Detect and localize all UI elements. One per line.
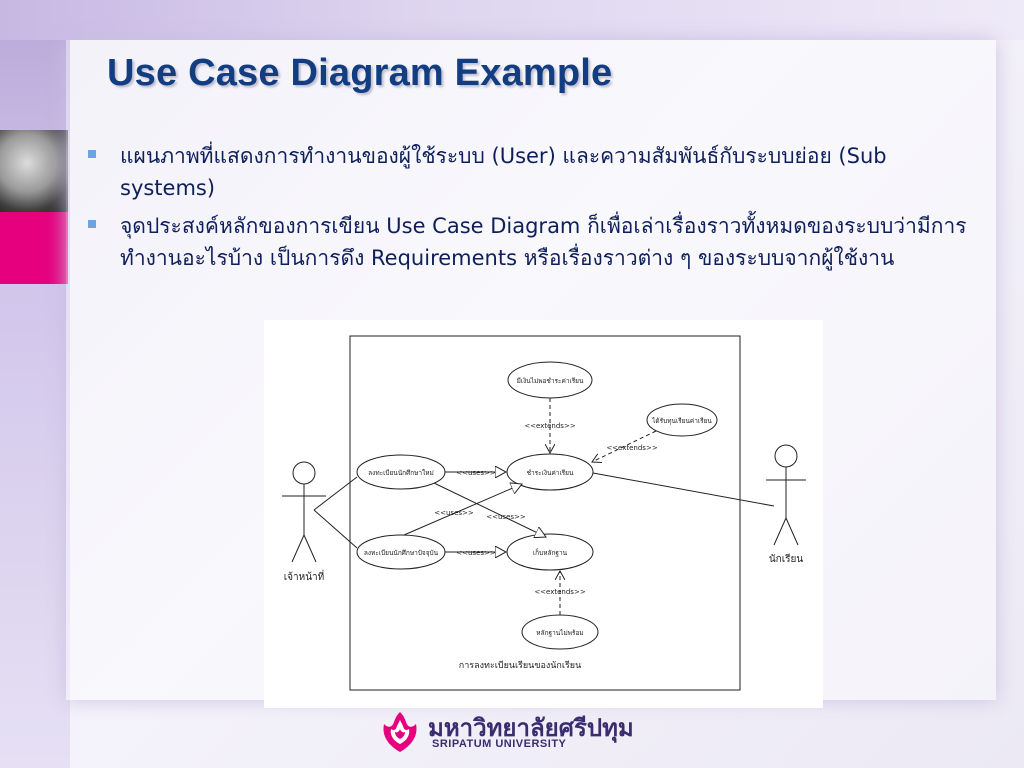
system-boundary-label: การลงทะเบียนเรียนของนักเรียน bbox=[459, 660, 581, 671]
actor-staff bbox=[282, 461, 326, 563]
use-case-diagram-image: การลงทะเบียนเรียนของนักเรียน เจ้าหน้าที่… bbox=[264, 320, 823, 708]
bullet-item: แผนภาพที่แสดงการทำงานของผู้ใช้ระบบ (User… bbox=[88, 140, 968, 204]
actor-staff-label: เจ้าหน้าที่ bbox=[284, 569, 325, 583]
university-emblem-icon bbox=[383, 712, 417, 752]
bullet-text: จุดประสงค์หลักของการเขียน Use Case Diagr… bbox=[120, 214, 967, 270]
uses-label-2: <<uses>> bbox=[434, 509, 474, 517]
use-case-diagram: การลงทะเบียนเรียนของนักเรียน เจ้าหน้าที่… bbox=[282, 335, 806, 691]
bullet-marker-icon bbox=[88, 150, 96, 158]
use-case-register-current-label: ลงทะเบียนนักศึกษาปัจจุบัน bbox=[364, 549, 439, 557]
use-case-register-new-label: ลงทะเบียนนักศึกษาใหม่ bbox=[368, 469, 434, 477]
bullet-list: แผนภาพที่แสดงการทำงานของผู้ใช้ระบบ (User… bbox=[88, 140, 968, 280]
actor-head-icon bbox=[292, 461, 316, 485]
extends-label-3: <<extends>> bbox=[534, 588, 586, 596]
use-case-pay-fee-label: ชำระเงินค่าเรียน bbox=[527, 469, 574, 477]
bullet-marker-icon bbox=[88, 220, 96, 228]
actor-student-label: นักเรียน bbox=[769, 553, 804, 565]
slide-title: Use Case Diagram Example bbox=[107, 52, 613, 94]
use-case-scholarship bbox=[646, 403, 718, 437]
use-case-no-money-label: มีเงินไม่พอชำระค่าเรียน bbox=[517, 377, 584, 385]
use-case-evidence-incomplete-label: หลักฐานไม่พร้อม bbox=[536, 629, 583, 637]
bullet-item: จุดประสงค์หลักของการเขียน Use Case Diagr… bbox=[88, 210, 968, 274]
university-name-thai: มหาวิทยาลัยศรีปทุม bbox=[428, 714, 634, 742]
uses-label-4: <<uses>> bbox=[456, 549, 496, 557]
use-case-scholarship-label: ได้รับทุนเรียนค่าเรียน bbox=[651, 417, 712, 425]
bullet-text: แผนภาพที่แสดงการทำงานของผู้ใช้ระบบ (User… bbox=[120, 144, 887, 200]
actor-student bbox=[766, 444, 806, 546]
actor-head-icon bbox=[774, 444, 798, 468]
association-lines bbox=[313, 472, 775, 549]
extends-scholarship-to-pay-fee bbox=[592, 430, 657, 462]
pink-accent-block bbox=[0, 212, 68, 284]
system-boundary bbox=[349, 335, 741, 691]
top-background-strip bbox=[0, 0, 1024, 40]
uses-label-1: <<uses>> bbox=[456, 469, 496, 477]
uses-register-new-to-keep-evidence bbox=[433, 482, 546, 537]
use-case-pay-fee bbox=[506, 453, 594, 491]
extends-label-2: <<extends>> bbox=[606, 444, 658, 452]
globe-icon bbox=[0, 130, 68, 212]
uses-label-3: <<uses>> bbox=[486, 513, 526, 521]
university-logo: มหาวิทยาลัยศรีปทุม SRIPATUM UNIVERSITY bbox=[380, 708, 650, 758]
use-case-keep-evidence-label: เก็บหลักฐาน bbox=[533, 548, 568, 557]
university-name-english: SRIPATUM UNIVERSITY bbox=[432, 738, 567, 750]
extends-label-1: <<extends>> bbox=[524, 422, 576, 430]
use-case-keep-evidence bbox=[506, 533, 594, 571]
uses-register-current-to-pay-fee bbox=[403, 484, 522, 536]
left-background-strip bbox=[0, 0, 70, 768]
